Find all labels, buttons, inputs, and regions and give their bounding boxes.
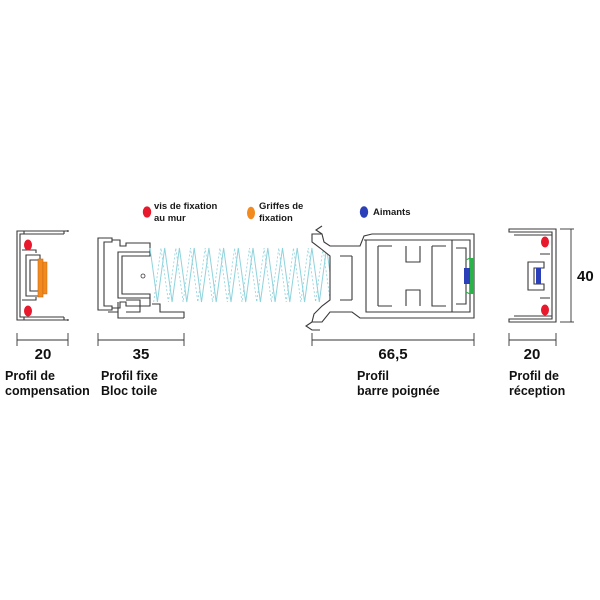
dim-compensation: 20 — [35, 346, 52, 363]
caption-handle-2: barre poignée — [357, 384, 440, 398]
mesh-pleat-back-line — [153, 247, 331, 303]
height-value: 40 — [577, 268, 594, 285]
caption-fixed-2: Bloc toile — [101, 384, 157, 398]
width-dimensions — [16, 333, 557, 346]
claws-legend-label-2: fixation — [259, 213, 293, 224]
screw-legend-icon — [142, 206, 152, 218]
height-dimension: 40 — [560, 228, 594, 323]
caption-fixed-1: Profil fixe — [101, 369, 158, 383]
caption-reception-2: réception — [509, 384, 565, 398]
fixed-profile — [97, 237, 185, 319]
claws-legend-label-1: Griffes de — [259, 201, 303, 212]
screw-icon-bottom-right — [541, 304, 549, 316]
handle-profile — [305, 225, 475, 331]
caption-compensation-1: Profil de — [5, 369, 55, 383]
reception-profile — [508, 228, 557, 323]
caption-reception-1: Profil de — [509, 369, 559, 383]
claw-strip — [37, 258, 44, 298]
dim-reception: 20 — [524, 346, 541, 363]
caption-compensation-2: compensation — [5, 384, 90, 398]
screw-icon-top-right — [541, 236, 549, 248]
pleated-mesh — [149, 247, 335, 303]
magnet-legend-icon — [359, 206, 369, 218]
claws-legend-icon — [247, 206, 255, 220]
legend: vis de fixation au mur Griffes de fixati… — [142, 201, 410, 224]
magnet-legend-label: Aimants — [373, 207, 410, 218]
compensation-profile — [16, 230, 69, 321]
mesh-pleat-line — [149, 247, 335, 303]
caption-handle-1: Profil — [357, 369, 389, 383]
screw-legend-label-1: vis de fixation — [154, 201, 218, 212]
screw-icon-top-left — [24, 239, 32, 251]
screw-icon-bottom-left — [24, 305, 32, 317]
seal-strip — [470, 258, 474, 294]
dim-fixed: 35 — [133, 346, 150, 363]
magnet-block — [464, 268, 470, 284]
screw-legend-label-2: au mur — [154, 213, 186, 224]
magnet-block-reception — [536, 268, 541, 284]
dim-handle: 66,5 — [378, 346, 407, 363]
